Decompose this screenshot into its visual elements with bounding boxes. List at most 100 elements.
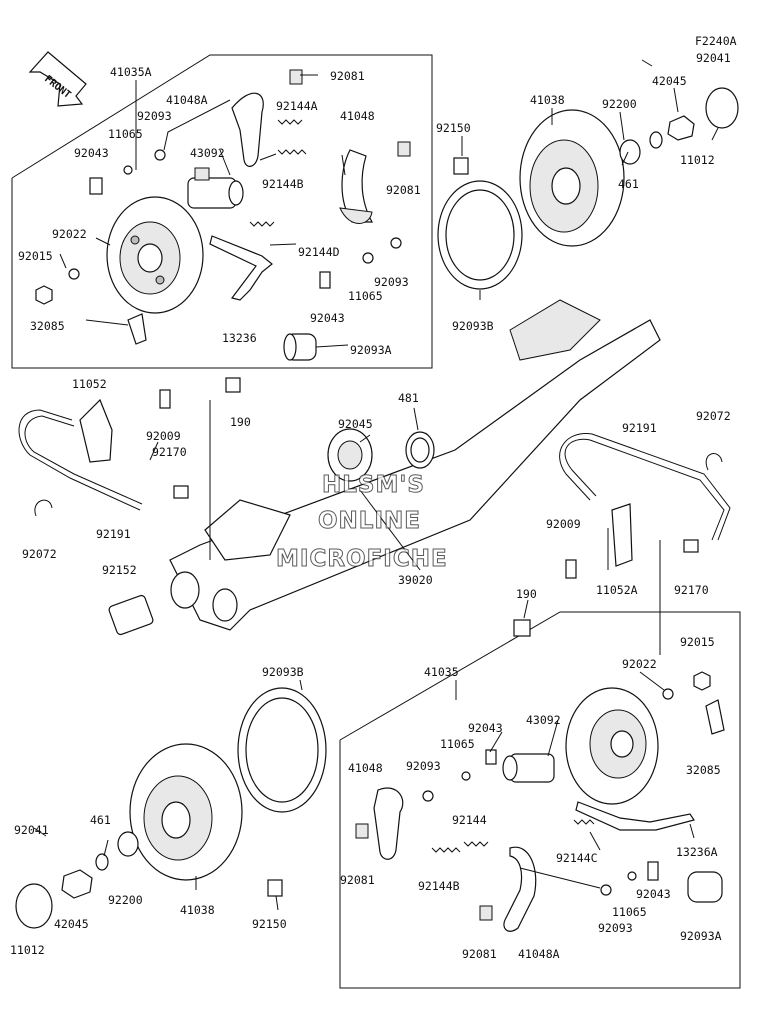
part-label: 92022 xyxy=(622,657,657,671)
part-label: 11012 xyxy=(680,153,715,167)
part-label: 92144B xyxy=(418,879,460,893)
clip-32085-lower xyxy=(705,699,725,735)
part-label: 190 xyxy=(516,587,537,601)
part-label: 13236 xyxy=(222,331,257,345)
part-label: 92072 xyxy=(22,547,57,561)
part-label: 92041 xyxy=(696,51,731,65)
part-label: 92081 xyxy=(330,69,365,83)
part-label: 41048 xyxy=(348,761,383,775)
part-label: 92043 xyxy=(468,721,503,735)
backing-plate-lower xyxy=(565,687,659,805)
part-label: 92200 xyxy=(602,97,637,111)
part-label: 92093A xyxy=(350,343,392,357)
brake-shoe-upper-a xyxy=(231,92,264,167)
brake-shoe-upper-b xyxy=(339,149,374,224)
parking-lever-upper xyxy=(209,235,273,301)
part-label: 11052A xyxy=(596,583,638,597)
part-label: 92200 xyxy=(108,893,143,907)
part-label: 92152 xyxy=(102,563,137,577)
part-label: 92022 xyxy=(52,227,87,241)
watermark-line-2: ONLINE xyxy=(318,508,421,534)
part-label: 92144B xyxy=(262,177,304,191)
part-label: 41038 xyxy=(180,903,215,917)
spring-92144d xyxy=(249,221,275,227)
part-label: 92144C xyxy=(556,851,598,865)
part-label: 92191 xyxy=(96,527,131,541)
part-label: 92144 xyxy=(452,813,487,827)
part-label: 41048 xyxy=(340,109,375,123)
part-label: 92170 xyxy=(152,445,187,459)
bushing-92152 xyxy=(108,594,154,636)
boot-92093a-lower xyxy=(687,871,723,903)
part-label: 41048A xyxy=(166,93,208,107)
spring-92144a xyxy=(277,119,303,125)
seal-ring-92093b-lower xyxy=(237,687,327,813)
part-label: 43092 xyxy=(190,146,225,160)
part-label: 92041 xyxy=(14,823,49,837)
seal-ring-92093b-upper xyxy=(437,180,523,290)
spring-92144b-lower xyxy=(431,847,461,853)
part-label: 92093B xyxy=(452,319,494,333)
bolts-misc xyxy=(159,377,699,637)
part-label: 39020 xyxy=(398,573,433,587)
part-label: 92072 xyxy=(696,409,731,423)
part-label: 92043 xyxy=(636,887,671,901)
part-label: 42045 xyxy=(652,74,687,88)
part-label: 92150 xyxy=(436,121,471,135)
brake-drum-upper xyxy=(519,109,625,247)
spring-92144b xyxy=(277,149,307,155)
part-label: 11052 xyxy=(72,377,107,391)
part-label: 92015 xyxy=(18,249,53,263)
hub-parts-lower-left xyxy=(15,827,283,929)
part-label: 92144A xyxy=(276,99,318,113)
part-label: 11065 xyxy=(612,905,647,919)
hub-parts-upper-right xyxy=(453,59,739,175)
part-label: 92170 xyxy=(674,583,709,597)
part-label: 92093 xyxy=(137,109,172,123)
upper-assembly-outline xyxy=(11,54,433,369)
bracket-11052a xyxy=(611,503,633,567)
part-label: 190 xyxy=(230,415,251,429)
front-direction-arrow: FRONT xyxy=(28,51,87,107)
part-label: 11065 xyxy=(348,289,383,303)
part-label: 41035A xyxy=(110,65,152,79)
part-label: 42045 xyxy=(54,917,89,931)
part-label: 92043 xyxy=(310,311,345,325)
clip-32085-upper xyxy=(127,313,147,345)
part-label: 481 xyxy=(398,391,419,405)
bracket-11052 xyxy=(79,398,113,463)
wheel-cylinder-upper xyxy=(187,167,244,209)
brake-shoe-lower-b xyxy=(503,846,537,932)
clip-92072-right xyxy=(705,453,723,471)
leader-lines xyxy=(59,74,719,911)
spring-92144 xyxy=(463,841,489,847)
part-label: 92081 xyxy=(340,873,375,887)
part-label: 32085 xyxy=(30,319,65,333)
part-label: 43092 xyxy=(526,713,561,727)
part-label: 461 xyxy=(90,813,111,827)
seal-481 xyxy=(405,431,435,469)
brake-shoe-lower-a xyxy=(373,787,404,860)
part-label: 461 xyxy=(618,177,639,191)
part-label: 13236A xyxy=(676,845,718,859)
figure-id: F2240A xyxy=(695,34,737,48)
part-label: 92045 xyxy=(338,417,373,431)
brake-drum-lower xyxy=(129,743,243,881)
part-label: 92144D xyxy=(298,245,340,259)
part-label: 92093 xyxy=(374,275,409,289)
brake-rod-left xyxy=(18,409,143,511)
part-label: 92150 xyxy=(252,917,287,931)
bushing-92045 xyxy=(327,428,373,482)
small-parts-lower xyxy=(355,671,711,921)
part-label: 32085 xyxy=(686,763,721,777)
part-label: 92043 xyxy=(74,146,109,160)
part-label: 92093 xyxy=(598,921,633,935)
watermark-line-3: MICROFICHE xyxy=(276,546,448,572)
part-label: 92081 xyxy=(386,183,421,197)
part-label: 92093B xyxy=(262,665,304,679)
part-labels: 41035A 92081 41048A 92093 11065 92043 43… xyxy=(10,51,731,961)
part-label: 92093A xyxy=(680,929,722,943)
watermark-line-1: HLSM'S xyxy=(322,472,425,498)
parking-lever-lower xyxy=(575,801,695,831)
part-label: 92009 xyxy=(146,429,181,443)
